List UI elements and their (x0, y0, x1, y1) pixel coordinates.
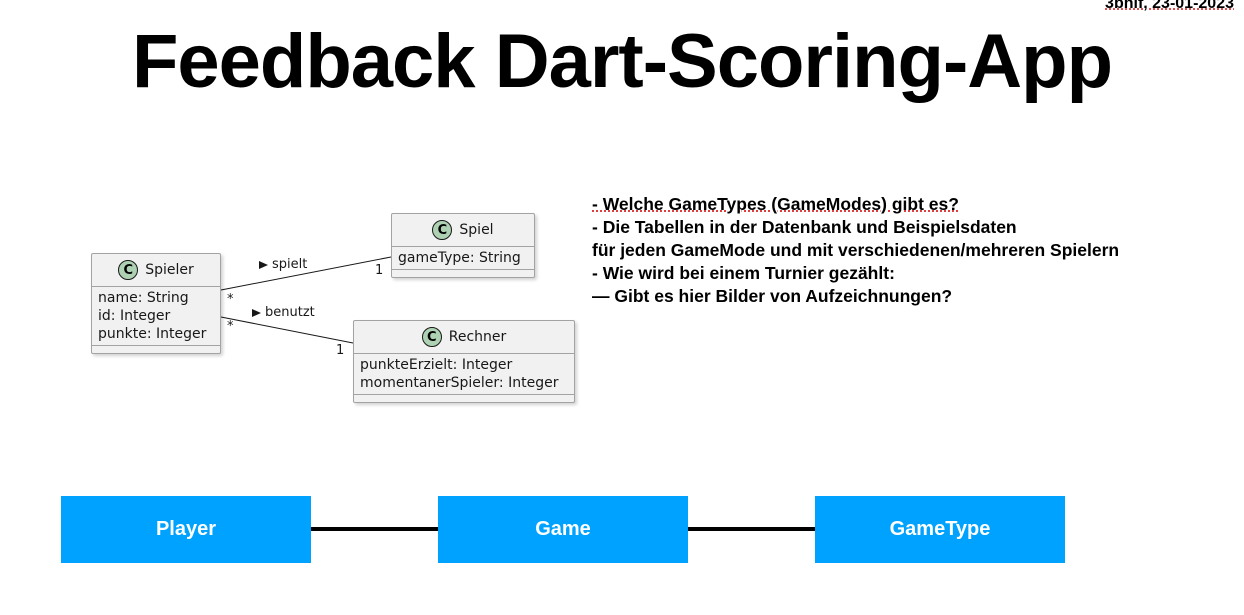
connector-line (311, 527, 438, 531)
class-attributes: gameType: String (392, 247, 534, 270)
class-name: Spiel (459, 222, 494, 238)
attribute: punkte: Integer (98, 326, 207, 342)
question-line: für jeden GameMode und mit verschiedenen… (592, 240, 1120, 260)
attribute: name: String (98, 290, 189, 306)
association-label-spielt: spielt (259, 257, 307, 272)
attribute: punkteErzielt: Integer (360, 357, 513, 373)
game-box[interactable]: Game (438, 496, 688, 563)
association-benutzt-line (220, 316, 354, 344)
question-line: - Die Tabellen in der Datenbank und Beis… (592, 217, 1017, 237)
class-methods (92, 346, 220, 353)
multiplicity-rechner: 1 (336, 343, 345, 358)
class-attributes: name: String id: Integer punkte: Integer (92, 287, 220, 346)
association-label-benutzt: benutzt (252, 305, 315, 320)
class-badge-icon: C (118, 260, 139, 280)
class-methods (354, 395, 574, 402)
class-spiel[interactable]: C Spiel gameType: String (391, 213, 535, 278)
question-line: - Welche GameTypes (GameModes) gibt es? (592, 194, 959, 214)
question-line: - Wie wird bei einem Turnier gezählt: (592, 263, 895, 283)
direction-arrow-icon (259, 260, 268, 269)
player-box[interactable]: Player (61, 496, 311, 563)
direction-arrow-icon (252, 308, 261, 317)
attribute: momentanerSpieler: Integer (360, 375, 559, 391)
class-rechner[interactable]: C Rechner punkteErzielt: Integer momenta… (353, 320, 575, 403)
attribute: gameType: String (398, 250, 521, 266)
class-name: Spieler (145, 262, 194, 278)
class-methods (392, 270, 534, 277)
class-name: Rechner (448, 329, 507, 345)
question-line: — Gibt es hier Bilder von Aufzeichnungen… (592, 286, 953, 306)
connector-line (688, 527, 815, 531)
class-spieler[interactable]: C Spieler name: String id: Integer punkt… (91, 253, 221, 354)
class-spieler-header: C Spieler (92, 254, 220, 287)
gametype-box[interactable]: GameType (815, 496, 1065, 563)
multiplicity-spiel: 1 (375, 263, 384, 278)
class-badge-icon: C (421, 327, 442, 347)
multiplicity-spieler-spielt: * (227, 292, 234, 307)
date-label: 3bhif, 23-01-2023 (1105, 0, 1234, 12)
attribute: id: Integer (98, 308, 171, 324)
page-title: Feedback Dart-Scoring-App (131, 19, 1113, 104)
class-spiel-header: C Spiel (392, 214, 534, 247)
questions-list: - Welche GameTypes (GameModes) gibt es? … (592, 193, 1119, 308)
class-attributes: punkteErzielt: Integer momentanerSpieler… (354, 354, 574, 395)
multiplicity-spieler-benutzt: * (227, 319, 234, 334)
class-rechner-header: C Rechner (354, 321, 574, 354)
class-badge-icon: C (432, 220, 453, 240)
